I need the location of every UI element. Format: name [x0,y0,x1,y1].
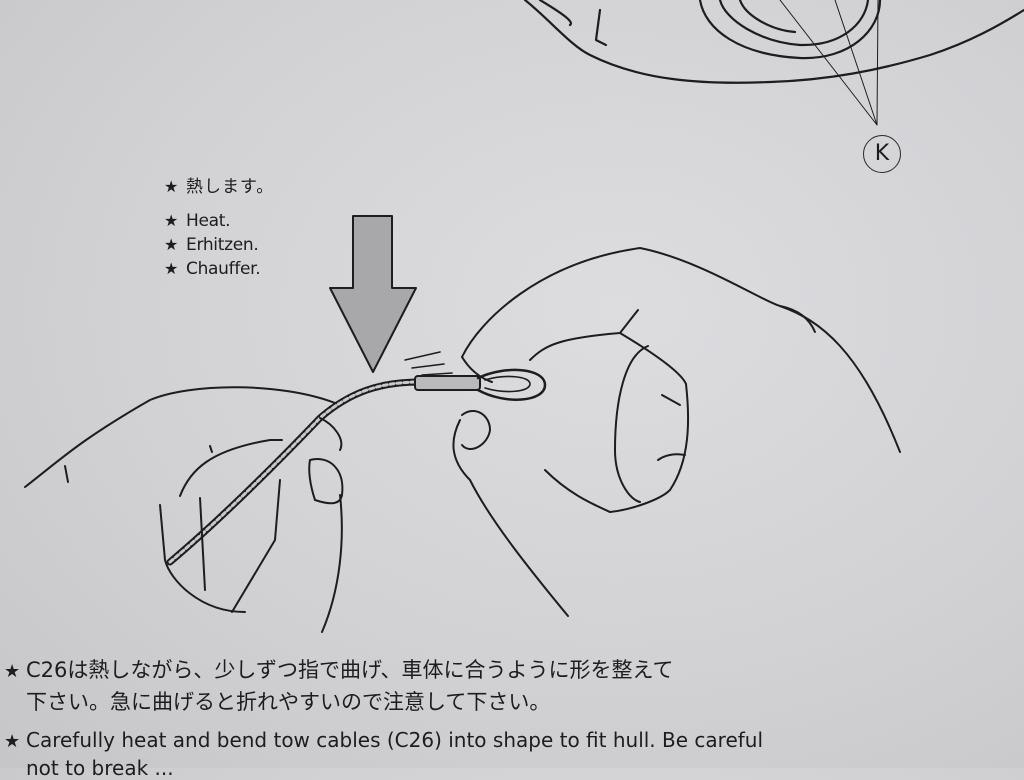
down-arrow-icon [329,215,417,373]
heat-callout: ★熱します。 ★Heat. ★Erhitzen. ★Chauffer. [164,172,274,281]
instruction-en-line-2: not to break ... [26,756,174,780]
motion-lines [404,351,453,376]
cable-sleeve [414,375,481,391]
star-bullet-icon: ★ [4,731,21,752]
heat-label-fr: ★Chauffer. [164,259,261,279]
star-bullet-icon: ★ [164,177,180,196]
star-bullet-icon: ★ [164,235,179,254]
star-bullet-icon: ★ [164,211,179,230]
star-bullet-icon: ★ [164,259,179,278]
instruction-en-line-1: ★Carefully heat and bend tow cables (C26… [4,728,764,752]
part-label-k: K [863,135,901,173]
right-hand [452,247,901,617]
star-bullet-icon: ★ [4,661,21,682]
cable-eyelet [476,368,547,401]
hull-drawing-fragment [523,0,1024,84]
heat-label-en: ★Heat. [164,211,231,231]
heat-label-de: ★Erhitzen. [164,235,259,255]
left-hand [24,386,344,633]
leader-lines [779,0,879,126]
instruction-jp-line-1: ★C26は熱しながら、少しずつ指で曲げ、車体に合うように形を整えて [4,658,674,682]
instruction-jp-line-2: 下さい。急に曲げると折れやすいので注意して下さい。 [26,690,551,714]
heat-label-jp: ★熱します。 [164,177,275,197]
tow-cable [166,378,424,566]
